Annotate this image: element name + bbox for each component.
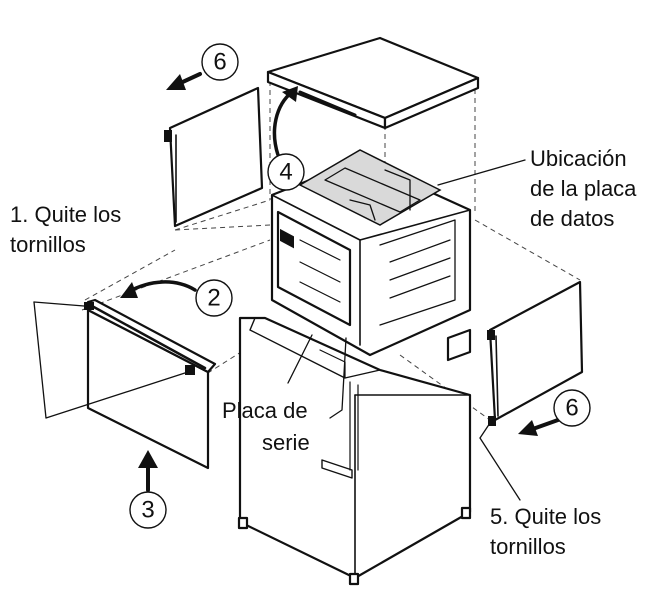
step-6-top-circle [201, 43, 239, 81]
front-panel [84, 298, 217, 470]
step-2-callout: 2 [195, 279, 233, 317]
step-5-label-line-1: 5. Quite los [490, 504, 601, 529]
step-6-right-number: 6 [565, 395, 578, 422]
left-side-panel [164, 86, 264, 228]
serial-plate-label: Placa de serie [222, 398, 310, 455]
data-plate-label-line-1: Ubicación [530, 146, 627, 171]
step-3-callout: 3 [129, 491, 167, 529]
data-plate-label-line-3: de datos [530, 206, 614, 231]
step-1-label-line-1: 1. Quite los [10, 202, 121, 227]
step-4-circle [267, 153, 305, 191]
ice-bin-base [237, 316, 472, 586]
step-5-label-line-2: tornillos [490, 534, 566, 559]
step-3-circle [129, 491, 167, 529]
step-1-label: 1. Quite los tornillos [10, 202, 121, 257]
step-6-top-number: 6 [213, 49, 226, 76]
arrows [120, 72, 560, 492]
top-panel [266, 36, 480, 130]
ice-machine-body [270, 149, 472, 362]
step-6-top-callout: 6 [201, 43, 239, 81]
step-6-right-circle [553, 389, 591, 427]
step-4-callout: 4 [267, 153, 305, 191]
data-plate-label: Ubicación de la placa de datos [530, 146, 637, 231]
step-5-label: 5. Quite los tornillos [490, 504, 601, 559]
step-3-number: 3 [141, 497, 154, 524]
serial-plate-label-line-1: Placa de [222, 398, 308, 423]
pointer-lines [33, 159, 526, 501]
step-4-number: 4 [279, 159, 292, 186]
data-plate-label-line-2: de la placa [530, 176, 637, 201]
step-1-label-line-2: tornillos [10, 232, 86, 257]
step-2-number: 2 [207, 285, 220, 312]
step-2-circle [195, 279, 233, 317]
step-6-right-callout: 6 [553, 389, 591, 427]
serial-plate-label-line-2: serie [262, 430, 310, 455]
